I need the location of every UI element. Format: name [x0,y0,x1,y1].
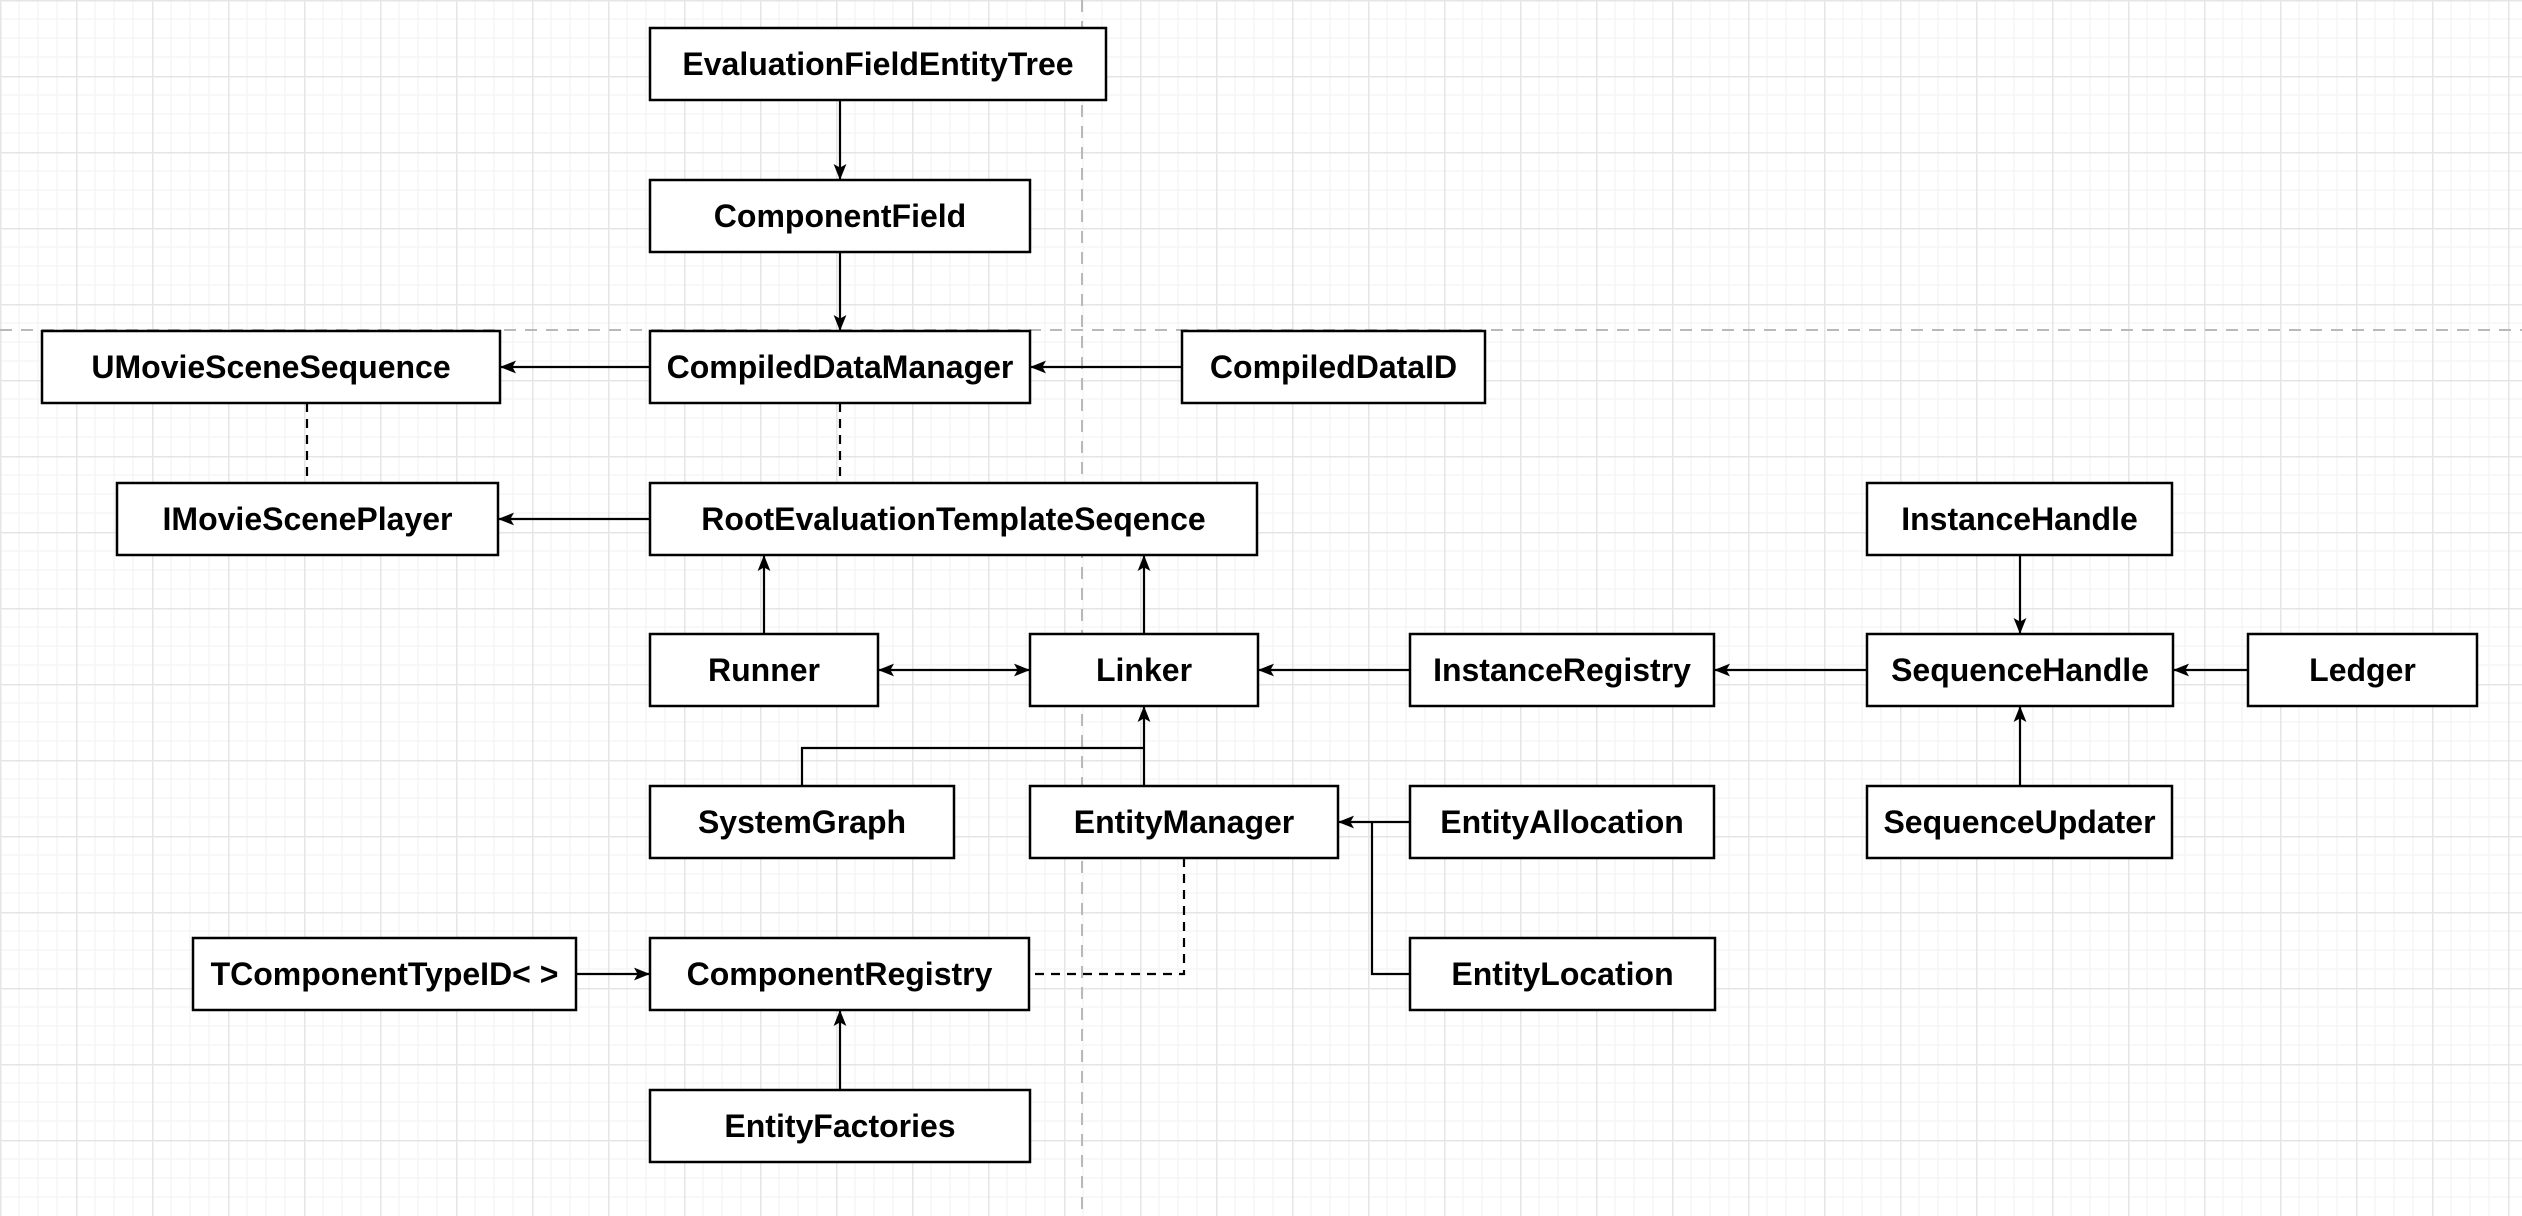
edge-entitylocation-to-entitymanager[interactable] [1370,822,1410,976]
node-entity-location[interactable]: EntityLocation [1408,936,1717,1012]
node-label-imovie-scene-player: IMovieScenePlayer [163,501,453,537]
node-ledger[interactable]: Ledger [2246,632,2479,708]
node-label-entity-allocation: EntityAllocation [1440,804,1684,840]
node-box-tcomponent-type-id[interactable] [191,936,578,1012]
node-box-instance-registry[interactable] [1408,632,1716,708]
node-entity-manager[interactable]: EntityManager [1028,784,1340,860]
node-linker[interactable]: Linker [1028,632,1260,708]
node-label-entity-factories: EntityFactories [724,1108,955,1144]
node-box-root-evaluation-template-seqence[interactable] [648,481,1259,557]
node-label-system-graph: SystemGraph [698,804,906,840]
node-box-entity-factories[interactable] [648,1088,1032,1164]
nodes-layer: EvaluationFieldEntityTreeComponentFieldU… [40,26,2479,1164]
node-label-instance-registry: InstanceRegistry [1433,652,1691,688]
node-umovie-scene-sequence[interactable]: UMovieSceneSequence [40,329,502,405]
node-box-umovie-scene-sequence[interactable] [40,329,502,405]
node-root-evaluation-template-seqence[interactable]: RootEvaluationTemplateSeqence [648,481,1259,557]
node-component-field[interactable]: ComponentField [648,178,1032,254]
node-instance-registry[interactable]: InstanceRegistry [1408,632,1716,708]
node-entity-factories[interactable]: EntityFactories [648,1088,1032,1164]
node-box-runner[interactable] [648,632,880,708]
node-label-evaluation-field-entity-tree: EvaluationFieldEntityTree [682,46,1073,82]
node-box-sequence-handle[interactable] [1865,632,2175,708]
node-entity-allocation[interactable]: EntityAllocation [1408,784,1716,860]
node-label-component-field: ComponentField [714,198,966,234]
node-sequence-updater[interactable]: SequenceUpdater [1865,784,2174,860]
node-box-linker[interactable] [1028,632,1260,708]
node-compiled-data-id[interactable]: CompiledDataID [1180,329,1487,405]
node-label-compiled-data-manager: CompiledDataManager [667,349,1014,385]
node-box-evaluation-field-entity-tree[interactable] [648,26,1108,102]
node-box-compiled-data-manager[interactable] [648,329,1032,405]
node-label-sequence-handle: SequenceHandle [1891,652,2149,688]
node-box-sequence-updater[interactable] [1865,784,2174,860]
node-runner[interactable]: Runner [648,632,880,708]
node-box-instance-handle[interactable] [1865,481,2174,557]
node-evaluation-field-entity-tree[interactable]: EvaluationFieldEntityTree [648,26,1108,102]
edge-entitymanager-to-componentregistry[interactable] [1029,858,1186,976]
node-system-graph[interactable]: SystemGraph [648,784,956,860]
node-tcomponent-type-id[interactable]: TComponentTypeID< > [191,936,578,1012]
node-box-compiled-data-id[interactable] [1180,329,1487,405]
node-label-entity-manager: EntityManager [1074,804,1294,840]
node-box-imovie-scene-player[interactable] [115,481,500,557]
node-label-compiled-data-id: CompiledDataID [1210,349,1457,385]
node-component-registry[interactable]: ComponentRegistry [648,936,1031,1012]
node-box-component-registry[interactable] [648,936,1031,1012]
node-box-system-graph[interactable] [648,784,956,860]
edge-systemgraph-to-linker[interactable] [800,746,1144,786]
node-label-entity-location: EntityLocation [1451,956,1673,992]
node-box-component-field[interactable] [648,178,1032,254]
node-instance-handle[interactable]: InstanceHandle [1865,481,2174,557]
node-label-linker: Linker [1096,652,1192,688]
node-compiled-data-manager[interactable]: CompiledDataManager [648,329,1032,405]
node-box-entity-allocation[interactable] [1408,784,1716,860]
node-label-root-evaluation-template-seqence: RootEvaluationTemplateSeqence [701,501,1205,537]
node-box-entity-manager[interactable] [1028,784,1340,860]
node-label-component-registry: ComponentRegistry [687,956,993,992]
node-label-runner: Runner [708,652,820,688]
edges-layer [305,100,2248,1090]
node-sequence-handle[interactable]: SequenceHandle [1865,632,2175,708]
node-label-tcomponent-type-id: TComponentTypeID< > [211,956,559,992]
node-label-umovie-scene-sequence: UMovieSceneSequence [91,349,450,385]
node-box-ledger[interactable] [2246,632,2479,708]
node-box-entity-location[interactable] [1408,936,1717,1012]
node-imovie-scene-player[interactable]: IMovieScenePlayer [115,481,500,557]
node-label-ledger: Ledger [2309,652,2416,688]
node-label-sequence-updater: SequenceUpdater [1883,804,2155,840]
node-label-instance-handle: InstanceHandle [1901,501,2138,537]
